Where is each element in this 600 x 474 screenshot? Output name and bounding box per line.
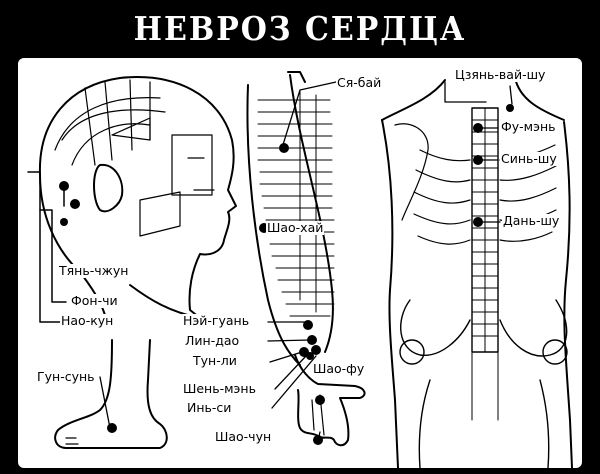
back-drawing <box>382 78 572 468</box>
point-sya-bai <box>279 143 289 153</box>
label-in-si: Инь-си <box>186 401 232 415</box>
label-lin-dao: Лин-дао <box>184 334 240 348</box>
label-fu-men: Фу-мэнь <box>500 120 557 134</box>
label-nao-kun: Нао-кун <box>60 314 114 328</box>
label-gun-sun: Гун-сунь <box>36 370 96 384</box>
point-gun-sun <box>107 423 117 433</box>
label-nei-guan: Нэй-гуань <box>182 314 250 328</box>
title-banner: НЕВРОЗ СЕРДЦА <box>0 0 600 58</box>
point-tszyan-vai-shu <box>506 104 514 112</box>
point-fon-chi <box>70 199 80 209</box>
label-fon-chi: Фон-чи <box>70 294 119 308</box>
point-in-si <box>306 352 314 360</box>
diagram-panel: Тянь-чжун Фон-чи Нао-кун Гун-сунь Ся-бай… <box>18 58 582 468</box>
label-tszyan-vai-shu: Цзянь-вай-шу <box>454 68 546 82</box>
label-sya-bai: Ся-бай <box>336 76 382 90</box>
label-tun-li: Тун-ли <box>192 354 238 368</box>
label-shen-men: Шень-мэнь <box>182 382 257 396</box>
label-dan-shu: Дань-шу <box>502 214 560 228</box>
point-lin-dao <box>307 335 317 345</box>
point-tyan-chzhun <box>59 181 69 191</box>
label-shao-fu: Шао-фу <box>312 362 365 376</box>
label-sin-shu: Синь-шу <box>500 152 558 166</box>
arm-drawing <box>247 72 364 445</box>
label-shao-hai: Шао-хай <box>266 221 324 235</box>
point-dan-shu <box>473 217 483 227</box>
point-shao-fu <box>315 395 325 405</box>
point-shao-chun <box>313 435 323 445</box>
page-title: НЕВРОЗ СЕРДЦА <box>134 10 467 49</box>
head-drawing <box>28 77 236 322</box>
point-fu-men <box>473 123 483 133</box>
point-nei-guan <box>303 320 313 330</box>
label-tyan-chzhun: Тянь-чжун <box>58 264 129 278</box>
point-sin-shu <box>473 155 483 165</box>
label-shao-chun: Шао-чун <box>214 430 272 444</box>
point-nao-kun <box>60 218 68 226</box>
